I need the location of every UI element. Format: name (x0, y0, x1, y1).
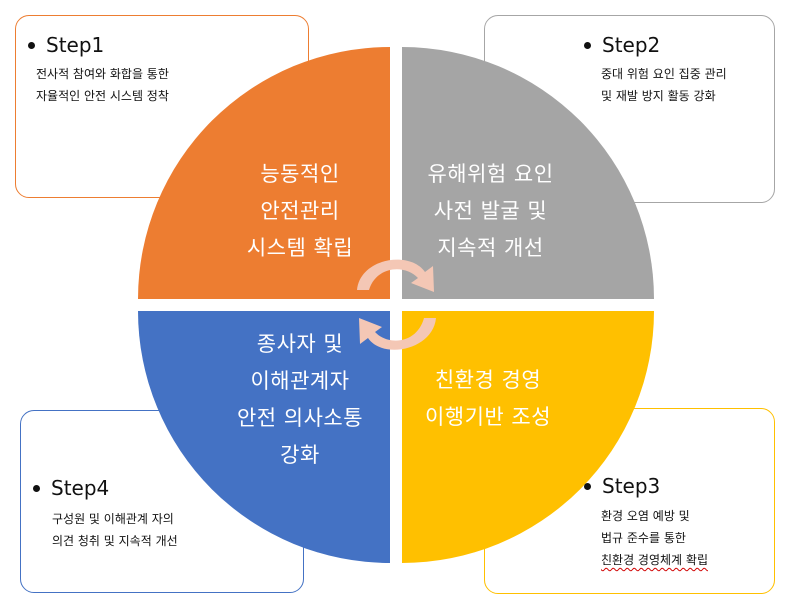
cycle-arrow-top (357, 259, 434, 292)
step4-description: 구성원 및 이해관계 자의 의견 청취 및 지속적 개선 (52, 512, 178, 548)
quadrant-bottom-right (402, 311, 654, 563)
bullet-icon (28, 41, 35, 49)
step3-title: Step3 (584, 474, 660, 498)
step3-description: 환경 오염 예방 및 법규 준수를 통한 친환경 경영체계 확립 (601, 509, 708, 567)
step2-title: Step2 (584, 33, 660, 57)
cycle-arrows (357, 259, 436, 350)
bullet-icon (584, 41, 591, 49)
quadrant-top-right-text: 유해위험 요인 사전 발굴 및 지속적 개선 (427, 162, 554, 260)
bullet-icon (33, 484, 40, 492)
quadrant-top-right (402, 47, 654, 299)
quadrant-top-left (138, 47, 390, 299)
cycle-arrow-bottom (359, 318, 436, 350)
step2-description: 중대 위험 요인 집중 관리 및 재발 방지 활동 강화 (601, 67, 727, 103)
quadrant-bottom-left-text: 종사자 및 이해관계자 안전 의사소통 강화 (236, 332, 364, 467)
step1-title: Step1 (28, 33, 104, 57)
step1-description: 전사적 참여와 화합을 통한 자율적인 안전 시스템 정착 (36, 67, 169, 103)
quadrant-bottom-left (138, 311, 390, 563)
quadrant-bottom-right-text: 친환경 경영 이행기반 조성 (424, 368, 552, 429)
bullet-icon (584, 482, 591, 490)
quadrant-top-left-text: 능동적인 안전관리 시스템 확립 (246, 162, 354, 260)
step4-title: Step4 (33, 476, 109, 500)
